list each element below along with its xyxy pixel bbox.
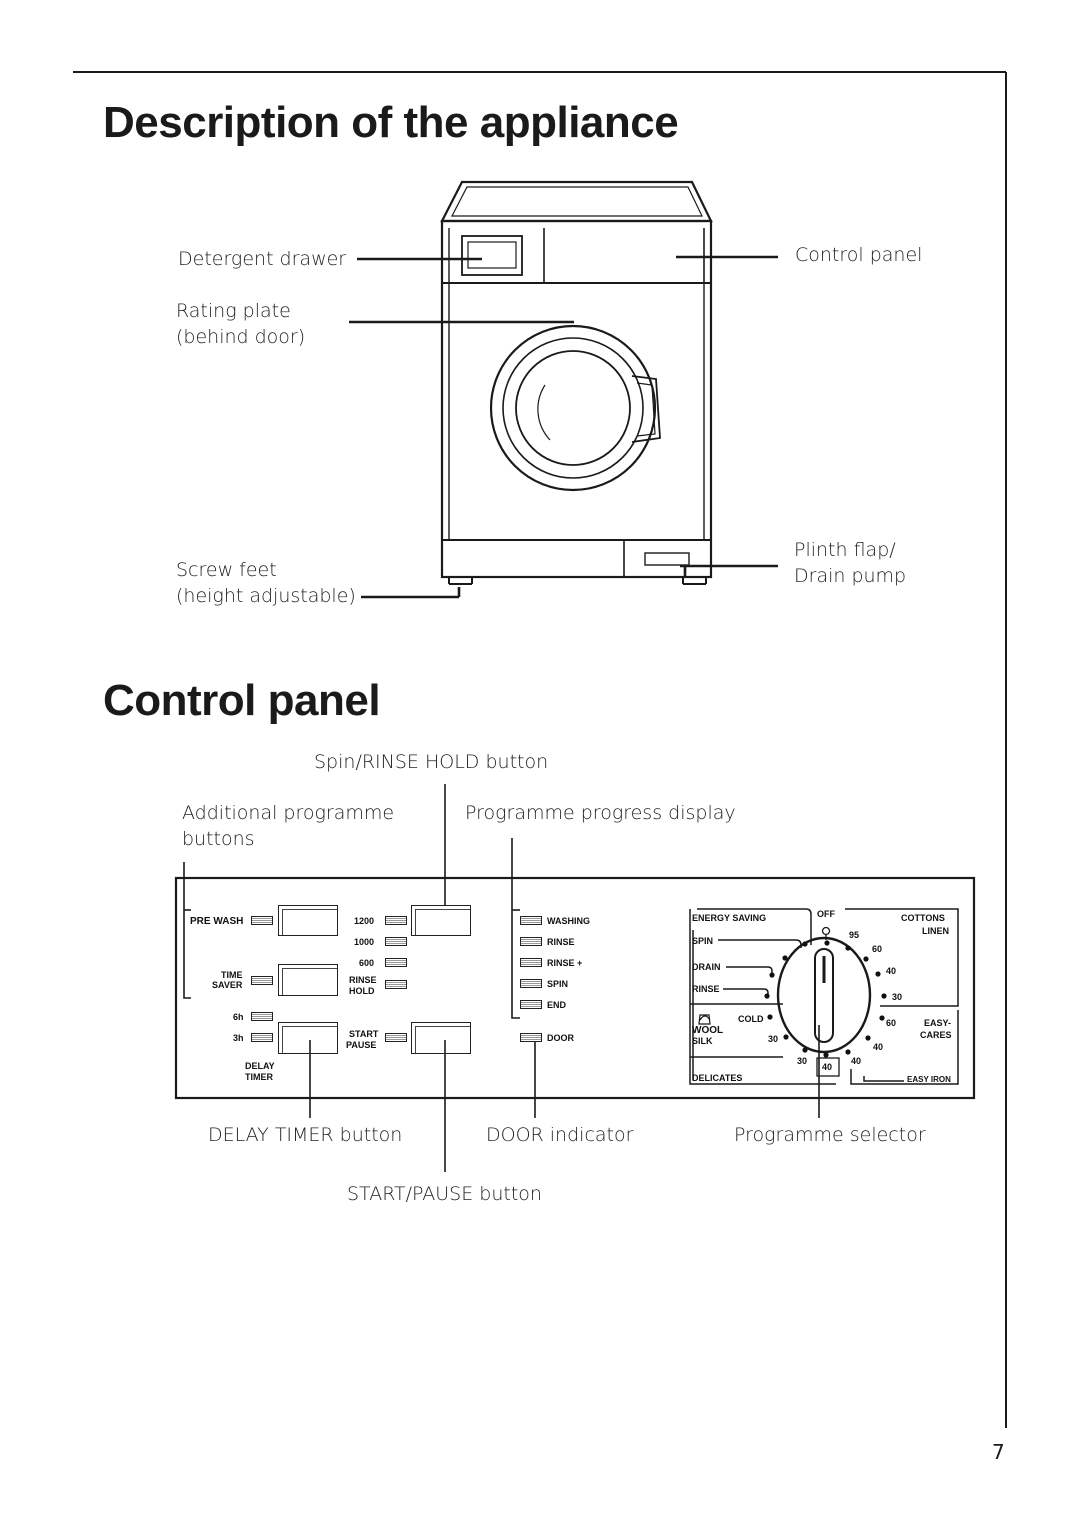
dial-delicates-30: 30 [797, 1056, 808, 1066]
dial-easy-cares-2: CARES [920, 1030, 952, 1040]
dial-rinse: RINSE [692, 984, 720, 994]
callout-additional-programme: Additional programme [182, 802, 395, 824]
dial-cottons-95: 95 [849, 930, 860, 940]
washing-machine-drawing [440, 180, 713, 585]
callout-progress-display: Programme progress display [465, 802, 736, 824]
dial-spin: SPIN [692, 936, 714, 946]
dial-delicates: DELICATES [692, 1073, 743, 1083]
label-screw-feet: Screw feet [176, 559, 277, 581]
led-1200 [385, 916, 407, 925]
panel-label-1000: 1000 [354, 937, 375, 947]
dial-linen: LINEN [922, 926, 949, 936]
led-end [520, 1000, 542, 1009]
start-pause-button[interactable] [411, 1022, 471, 1054]
pre-wash-button[interactable] [278, 905, 338, 936]
callout-start-pause: START/PAUSE button [347, 1183, 542, 1205]
panel-label-pause: PAUSE [346, 1040, 377, 1050]
panel-label-rinse: RINSE [349, 975, 377, 985]
dial-cottons-60: 60 [872, 944, 883, 954]
panel-label-hold: HOLD [349, 986, 375, 996]
led-3h [251, 1033, 273, 1042]
panel-label-pre-wash: PRE WASH [190, 916, 244, 927]
led-rinse-plus [520, 958, 542, 967]
stage-spin: SPIN [547, 979, 569, 989]
section-title-description: Description of the appliance [103, 98, 679, 147]
panel-label-start: START [349, 1029, 379, 1039]
led-time-saver [251, 976, 273, 985]
callout-door-indicator: DOOR indicator [486, 1124, 634, 1146]
label-plinth-flap: Plinth flap/ [794, 539, 896, 561]
led-1000 [385, 937, 407, 946]
panel-label-time: TIME [221, 970, 243, 980]
led-spin [520, 979, 542, 988]
led-rinse [520, 937, 542, 946]
control-panel-outline [174, 876, 976, 1100]
led-start-pause [385, 1033, 407, 1042]
dial-easy-60: 60 [886, 1018, 897, 1028]
panel-label-3h: 3h [233, 1033, 244, 1043]
panel-label-600: 600 [359, 958, 375, 968]
label-screw-feet-note: (height adjustable) [176, 585, 356, 607]
dial-delicates-40: 40 [822, 1062, 833, 1072]
label-rating-plate-note: (behind door) [176, 326, 306, 348]
dial-easy-iron-40: 40 [851, 1056, 862, 1066]
panel-label-delay: DELAY [245, 1061, 275, 1071]
dial-easy-40: 40 [873, 1042, 884, 1052]
led-pre-wash [251, 916, 273, 925]
dial-off: OFF [817, 909, 835, 919]
dial-easy-cares-1: EASY- [924, 1018, 952, 1028]
label-control-panel: Control panel [795, 244, 923, 266]
panel-label-timer: TIMER [245, 1072, 273, 1082]
callout-additional-buttons: buttons [182, 828, 255, 850]
time-saver-button[interactable] [278, 964, 338, 996]
led-washing [520, 916, 542, 925]
dial-cottons: COTTONS [901, 913, 945, 923]
dial-wool: WOOL [692, 1025, 724, 1036]
dial-cottons-30: 30 [892, 992, 903, 1002]
callout-programme-selector: Programme selector [734, 1124, 926, 1146]
dial-cottons-40: 40 [886, 966, 897, 976]
dial-drain: DRAIN [692, 962, 721, 972]
stage-washing: WASHING [547, 916, 591, 926]
led-rinse-hold [385, 980, 407, 989]
spin-rinse-hold-button[interactable] [411, 905, 471, 936]
section-title-control-panel: Control panel [103, 676, 381, 725]
programme-dial-drawing [698, 926, 872, 1077]
led-600 [385, 958, 407, 967]
callout-delay-timer: DELAY TIMER button [208, 1124, 403, 1146]
panel-label-1200: 1200 [354, 916, 375, 926]
stage-rinse-plus: RINSE + [547, 958, 583, 968]
panel-label-saver: SAVER [212, 980, 243, 990]
label-drain-pump: Drain pump [794, 565, 907, 587]
dial-easy-iron: EASY IRON [907, 1075, 951, 1084]
led-6h [251, 1012, 273, 1021]
stage-door: DOOR [547, 1033, 574, 1043]
delay-timer-button[interactable] [278, 1022, 338, 1054]
stage-end: END [547, 1000, 567, 1010]
label-rating-plate: Rating plate [176, 300, 291, 322]
panel-label-6h: 6h [233, 1012, 244, 1022]
page-number: 7 [992, 1440, 1005, 1464]
dial-silk: SILK [692, 1036, 713, 1046]
dial-cold: COLD [738, 1014, 764, 1024]
led-door [520, 1033, 542, 1042]
dial-energy-saving: ENERGY SAVING [692, 913, 767, 923]
dial-wool-30: 30 [768, 1034, 779, 1044]
callout-spin-rinse-hold: Spin/RINSE HOLD button [314, 751, 549, 773]
stage-rinse: RINSE [547, 937, 575, 947]
label-detergent-drawer: Detergent drawer [178, 248, 347, 270]
